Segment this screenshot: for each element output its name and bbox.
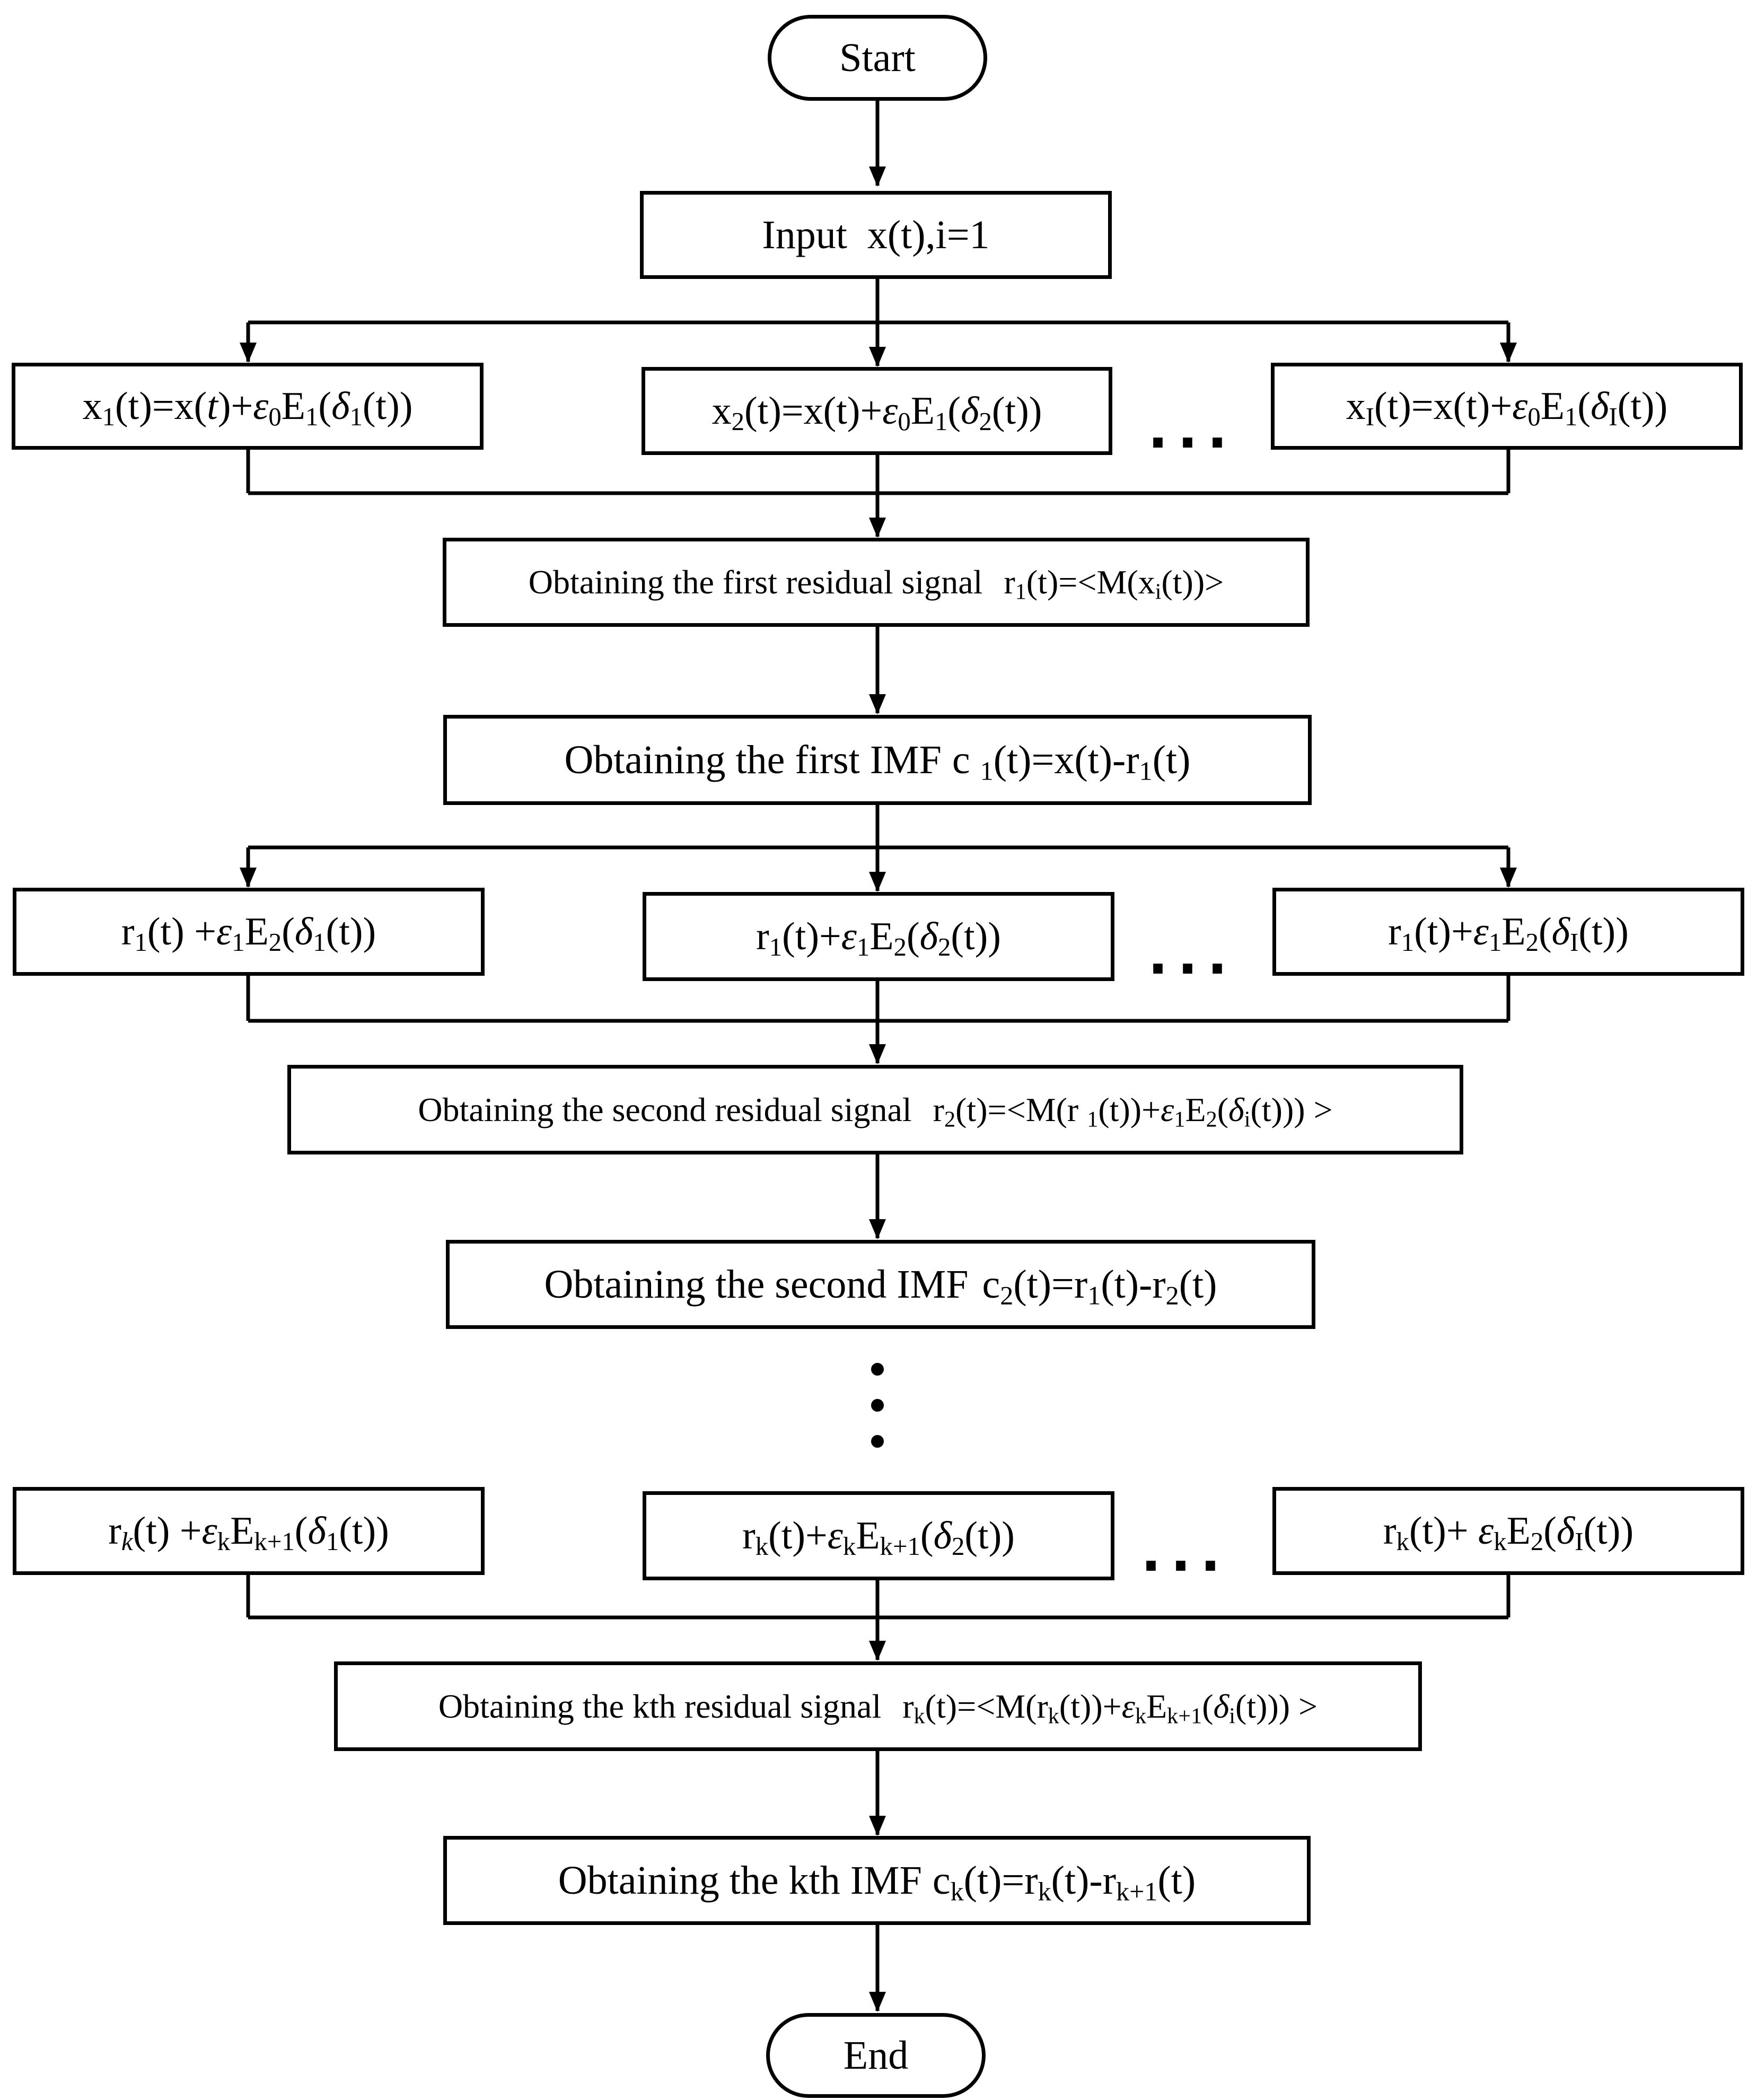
stage2-box-3: r1(t)+ε1E2(δI(t)) [1272, 888, 1744, 976]
stagek-ellipsis: ... [1141, 1521, 1230, 1583]
imf2-formula: c2(t)=r1(t)-r2(t) [982, 1262, 1217, 1310]
start-label: Start [839, 36, 916, 80]
imfk-formula: ck(t)=rk(t)-rk+1(t) [932, 1858, 1196, 1906]
stage2-ellipsis: ... [1148, 924, 1237, 986]
stage2-formula-3: r1(t)+ε1E2(δI(t)) [1388, 910, 1629, 957]
imf2-box: Obtaining the second IMF c2(t)=r1(t)-r2(… [446, 1240, 1315, 1329]
imf1-label: Obtaining the first IMF [564, 738, 942, 782]
imf2-label: Obtaining the second IMF [544, 1262, 969, 1307]
stage2-box-2: r1(t)+ε1E2(δ2(t)) [643, 892, 1114, 981]
imf1-formula: c 1(t)=x(t)-r1(t) [952, 738, 1191, 786]
stagek-box-1: rk(t) +εkEk+1(δ1(t)) [13, 1487, 485, 1575]
stage1-box-1: x1(t)=x(t)+ε0E1(δ1(t)) [12, 363, 484, 450]
stagek-formula-1: rk(t) +εkEk+1(δ1(t)) [108, 1509, 389, 1556]
imfk-label: Obtaining the kth IMF [558, 1858, 922, 1903]
imf1-box: Obtaining the first IMF c 1(t)=x(t)-r1(t… [443, 715, 1312, 805]
end-label: End [843, 2033, 909, 2078]
residualk-label: Obtaining the kth residual signal [438, 1687, 882, 1725]
stage2-formula-2: r1(t)+ε1E2(δ2(t)) [756, 915, 1001, 962]
stage1-box-3: xI(t)=x(t)+ε0E1(δI(t)) [1271, 363, 1743, 450]
stagek-box-2: rk(t)+εkEk+1(δ2(t)) [643, 1491, 1114, 1580]
stage2-formula-1: r1(t) +ε1E2(δ1(t)) [121, 910, 376, 957]
residualk-formula: rk(t)=<M(rk(t))+εkEk+1(δi(t))) > [902, 1687, 1318, 1729]
stagek-formula-2: rk(t)+εkEk+1(δ2(t)) [742, 1514, 1015, 1561]
end-node: End [766, 2013, 986, 2098]
residual2-box: Obtaining the second residual signal r2(… [287, 1065, 1463, 1154]
stage2-box-1: r1(t) +ε1E2(δ1(t)) [13, 888, 485, 976]
input-box: Input x(t),i=1 [640, 191, 1112, 279]
imfk-box: Obtaining the kth IMF ck(t)=rk(t)-rk+1(t… [443, 1836, 1311, 1925]
stage1-formula-2: x2(t)=x(t)+ε0E1(δ2(t)) [712, 389, 1042, 436]
residual2-formula: r2(t)=<M(r 1(t))+ε1E2(δi(t))) > [933, 1090, 1333, 1132]
residual1-box: Obtaining the first residual signal r1(t… [443, 538, 1310, 627]
input-label: Input x(t),i=1 [762, 213, 990, 257]
start-node: Start [768, 15, 987, 101]
stage1-ellipsis: ... [1148, 398, 1237, 460]
residual1-label: Obtaining the first residual signal [528, 563, 983, 601]
stage1-formula-3: xI(t)=x(t)+ε0E1(δI(t)) [1346, 384, 1668, 432]
residualk-box: Obtaining the kth residual signal rk(t)=… [334, 1661, 1422, 1751]
stagek-formula-3: rk(t)+ εkE2(δI(t)) [1383, 1509, 1634, 1556]
residual1-formula: r1(t)=<M(xi(t))> [1004, 563, 1224, 605]
stagek-box-3: rk(t)+ εkE2(δI(t)) [1272, 1487, 1744, 1575]
vertical-ellipsis [869, 1363, 885, 1448]
stage1-box-2: x2(t)=x(t)+ε0E1(δ2(t)) [642, 367, 1112, 455]
stage1-formula-1: x1(t)=x(t)+ε0E1(δ1(t)) [82, 384, 413, 432]
residual2-label: Obtaining the second residual signal [418, 1090, 912, 1128]
